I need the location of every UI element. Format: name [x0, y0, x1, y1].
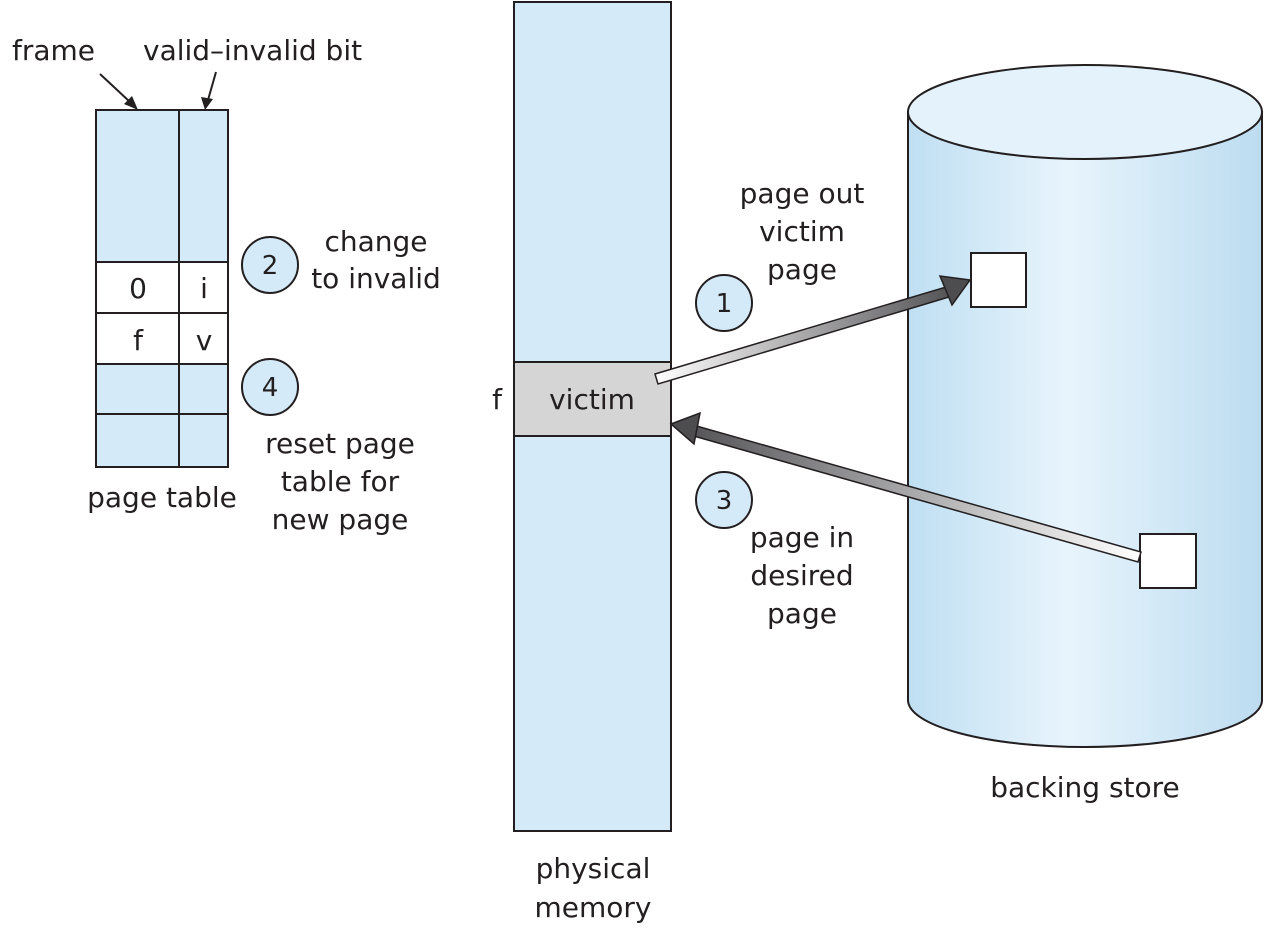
step-3-text-line-1: page in	[750, 521, 854, 554]
step-1-badge: 1	[695, 274, 753, 332]
step-3-badge: 3	[695, 471, 753, 529]
svg-text:1: 1	[716, 289, 733, 319]
backing-store-cylinder	[907, 64, 1263, 748]
page-table: 0 i f v	[95, 109, 229, 468]
page-table-row-2-bit: v	[196, 324, 213, 357]
frame-label: frame	[12, 34, 95, 67]
svg-text:2: 2	[262, 251, 279, 281]
swap-slot-desired	[1139, 533, 1197, 589]
physical-memory-label-line-1: physical	[536, 852, 651, 885]
step-2-text-line-1: change	[324, 225, 427, 258]
step-2-badge: 2	[241, 236, 299, 294]
step-4-badge: 4	[241, 358, 299, 416]
svg-text:4: 4	[262, 373, 279, 403]
swap-slot-victim	[970, 252, 1027, 308]
valid-invalid-bit-label: valid–invalid bit	[143, 34, 362, 67]
step-1-text-line-2: victim	[759, 215, 845, 248]
victim-frame	[513, 361, 672, 437]
svg-text:3: 3	[716, 486, 733, 516]
step-4-text-line-1: reset page	[265, 427, 415, 460]
step-4-text-line-2: table for	[281, 465, 400, 498]
backing-store-label: backing store	[990, 771, 1180, 804]
victim-label: victim	[549, 383, 635, 416]
page-out-arrow	[654, 275, 972, 385]
frame-f-marker: f	[492, 383, 503, 416]
page-table-row-1-frame: 0	[129, 272, 147, 305]
step-4-text-line-3: new page	[272, 503, 409, 536]
page-table-label: page table	[87, 481, 237, 514]
step-2-text-line-2: to invalid	[311, 262, 441, 295]
physical-memory-label-line-2: memory	[535, 891, 652, 924]
step-1-text-line-3: page	[767, 253, 837, 286]
step-3-text-line-3: page	[767, 597, 837, 630]
step-3-text-line-2: desired	[750, 559, 853, 592]
frame-pointer-arrow	[99, 73, 138, 110]
page-table-row-2-frame: f	[133, 324, 144, 357]
page-in-arrow	[669, 411, 1142, 563]
step-1-text-line-1: page out	[740, 177, 865, 210]
valid-bit-pointer-arrow	[201, 71, 217, 110]
physical-memory: victim	[513, 1, 672, 832]
page-table-row-1-bit: i	[200, 272, 208, 305]
